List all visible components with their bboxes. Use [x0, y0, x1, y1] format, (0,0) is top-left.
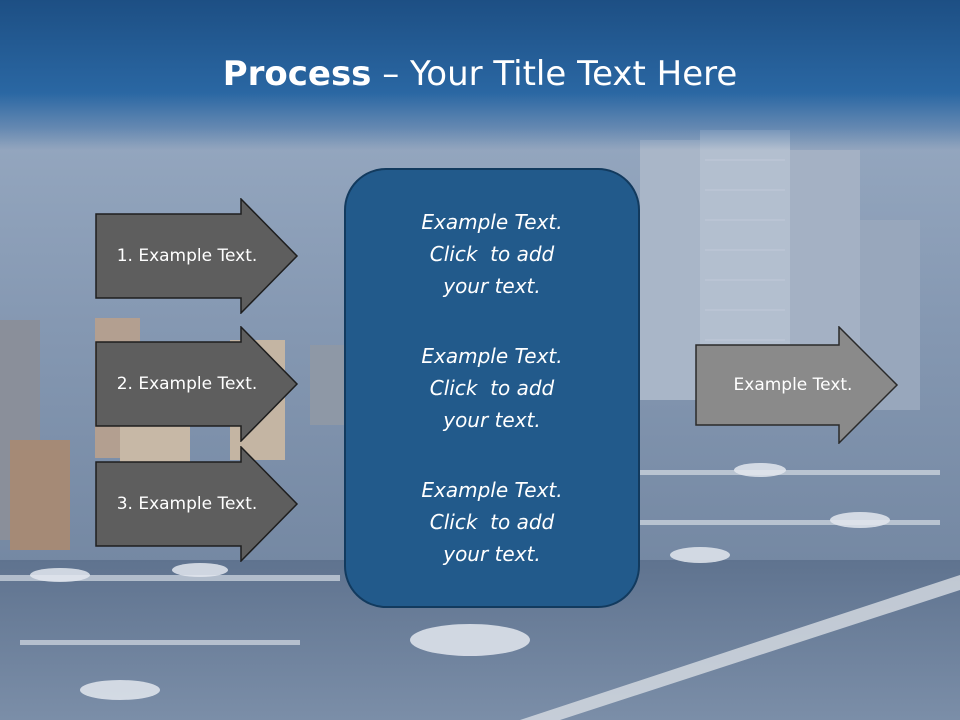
arrow-shape-icon [95, 198, 299, 314]
arrow-shape-icon [95, 326, 299, 442]
right-arrow[interactable]: Example Text. [695, 326, 899, 444]
center-text-line: Example Text. [421, 478, 563, 502]
center-text-block-3: Example Text. Click to add your text. [362, 474, 622, 570]
center-text-line: Click to add [429, 242, 555, 266]
center-text-line: your text. [443, 274, 541, 298]
center-text-block-2: Example Text. Click to add your text. [362, 340, 622, 436]
left-arrow-1[interactable]: 1. Example Text. [95, 198, 299, 314]
title-rest: – Your Title Text Here [371, 54, 738, 94]
left-arrow-3[interactable]: 3. Example Text. [95, 446, 299, 562]
center-text-box[interactable]: Example Text. Click to add your text. Ex… [344, 168, 640, 608]
left-arrow-2[interactable]: 2. Example Text. [95, 326, 299, 442]
center-text-line: Click to add [429, 510, 555, 534]
right-arrow-label: Example Text. [733, 375, 853, 395]
arrow-shape-icon [95, 446, 299, 562]
left-arrow-1-label: 1. Example Text. [116, 246, 258, 266]
center-text-line: your text. [443, 408, 541, 432]
center-text-block-1: Example Text. Click to add your text. [362, 206, 622, 302]
left-arrow-3-label: 3. Example Text. [116, 494, 258, 514]
title-band [0, 0, 960, 150]
slide-title: Process – Your Title Text Here [0, 52, 960, 96]
arrow-shape-icon [695, 326, 899, 444]
left-arrow-2-label: 2. Example Text. [116, 374, 258, 394]
center-text-line: Example Text. [421, 344, 563, 368]
center-text-line: your text. [443, 542, 541, 566]
center-text-line: Example Text. [421, 210, 563, 234]
title-bold: Process [222, 54, 372, 94]
center-text-line: Click to add [429, 376, 555, 400]
